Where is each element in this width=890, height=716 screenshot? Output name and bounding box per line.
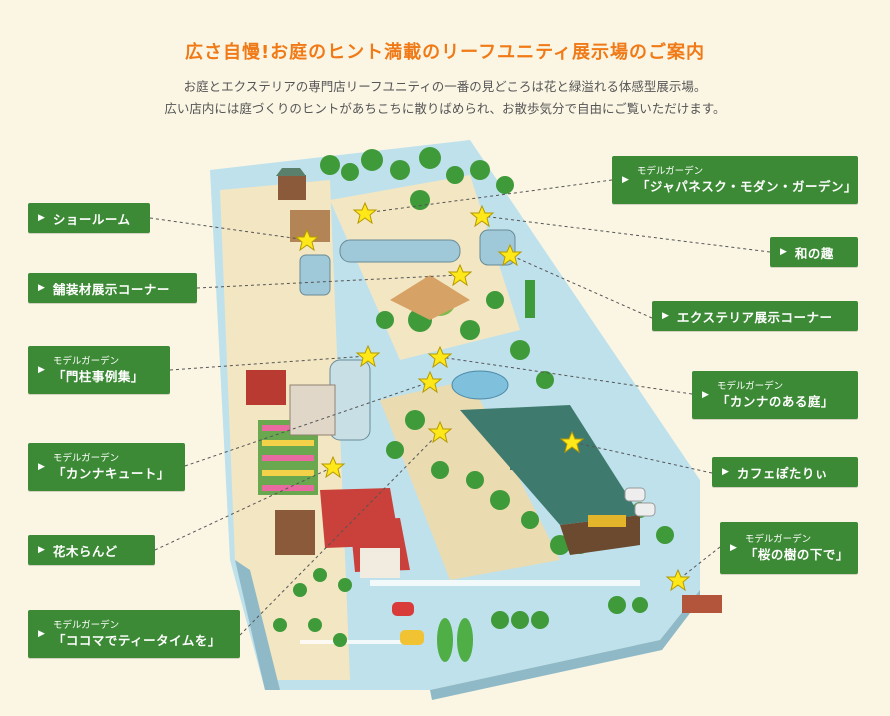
star-marker xyxy=(665,568,691,592)
label-kanna-garden[interactable]: ▶ モデルガーデン 「カンナのある庭」 xyxy=(692,371,858,419)
label-showroom[interactable]: ▶ ショールーム xyxy=(28,203,150,233)
star-marker xyxy=(355,344,381,368)
label-text: 「カンナキュート」 xyxy=(52,465,170,481)
star-marker xyxy=(352,201,378,225)
label-text: エクステリア展示コーナー xyxy=(676,309,833,325)
label-paving-corner[interactable]: ▶ 舗装材展示コーナー xyxy=(28,273,197,303)
label-text: 「門柱事例集」 xyxy=(52,368,144,384)
star-marker xyxy=(447,263,473,287)
intro-line-1: お庭とエクステリアの専門店リーフユニティの一番の見どころは花と緑溢れる体感型展示… xyxy=(183,79,707,94)
intro-text: お庭とエクステリアの専門店リーフユニティの一番の見どころは花と緑溢れる体感型展示… xyxy=(0,76,890,120)
star-marker xyxy=(427,345,453,369)
arrow-right-icon: ▶ xyxy=(38,365,45,375)
label-text: 「カンナのある庭」 xyxy=(716,393,834,409)
star-marker xyxy=(559,430,585,454)
star-marker xyxy=(417,370,443,394)
star-marker xyxy=(294,228,320,252)
label-text: 「ココマでティータイムを」 xyxy=(52,632,221,648)
arrow-right-icon: ▶ xyxy=(780,247,787,257)
label-subtext: モデルガーデン xyxy=(52,452,120,464)
arrow-right-icon: ▶ xyxy=(722,467,729,477)
label-text: 舗装材展示コーナー xyxy=(52,281,170,297)
buildings xyxy=(246,168,722,613)
label-text: 和の趣 xyxy=(794,245,834,261)
arrow-right-icon: ▶ xyxy=(702,390,709,400)
page-title: 広さ自慢!お庭のヒント満載のリーフユニティ展示場のご案内 xyxy=(184,42,706,63)
label-cocoma-garden[interactable]: ▶ モデルガーデン 「ココマでティータイムを」 xyxy=(28,610,240,658)
label-subtext: モデルガーデン xyxy=(52,619,120,631)
star-marker xyxy=(497,243,523,267)
car-icons xyxy=(392,487,656,645)
star-marker xyxy=(427,420,453,444)
star-marker xyxy=(320,455,346,479)
label-subtext: モデルガーデン xyxy=(636,165,704,177)
arrow-right-icon: ▶ xyxy=(38,462,45,472)
label-subtext: モデルガーデン xyxy=(716,380,784,392)
label-cafe-potary[interactable]: ▶ カフェぽたりぃ xyxy=(712,457,858,487)
label-monchu-garden[interactable]: ▶ モデルガーデン 「門柱事例集」 xyxy=(28,346,170,394)
label-wa-no-omomuki[interactable]: ▶ 和の趣 xyxy=(770,237,858,267)
label-text: 花木らんど xyxy=(52,543,118,559)
arrow-right-icon: ▶ xyxy=(38,629,45,639)
label-japanesque-garden[interactable]: ▶ モデルガーデン 「ジャパネスク・モダン・ガーデン」 xyxy=(612,156,858,204)
label-subtext: モデルガーデン xyxy=(744,533,812,545)
star-markers xyxy=(294,201,691,592)
label-subtext: モデルガーデン xyxy=(52,355,120,367)
label-kanna-cute-garden[interactable]: ▶ モデルガーデン 「カンナキュート」 xyxy=(28,443,185,491)
label-text: ショールーム xyxy=(52,211,131,227)
arrow-right-icon: ▶ xyxy=(38,283,45,293)
label-exterior-corner[interactable]: ▶ エクステリア展示コーナー xyxy=(652,301,858,331)
label-kaboku-land[interactable]: ▶ 花木らんど xyxy=(28,535,155,565)
label-text: 「桜の樹の下で」 xyxy=(744,546,849,562)
arrow-right-icon: ▶ xyxy=(38,213,45,223)
intro-line-2: 広い店内には庭づくりのヒントがあちこちに散りばめられ、お散歩気分で自由にご覧いた… xyxy=(164,101,726,116)
label-text: 「ジャパネスク・モダン・ガーデン」 xyxy=(636,178,858,194)
leader-lines xyxy=(149,179,771,636)
arrow-right-icon: ▶ xyxy=(662,311,669,321)
arrow-right-icon: ▶ xyxy=(38,545,45,555)
arrow-right-icon: ▶ xyxy=(730,543,737,553)
arrow-right-icon: ▶ xyxy=(622,175,629,185)
label-sakura-garden[interactable]: ▶ モデルガーデン 「桜の樹の下で」 xyxy=(720,522,858,574)
label-text: カフェぽたりぃ xyxy=(736,465,828,481)
star-marker xyxy=(469,204,495,228)
